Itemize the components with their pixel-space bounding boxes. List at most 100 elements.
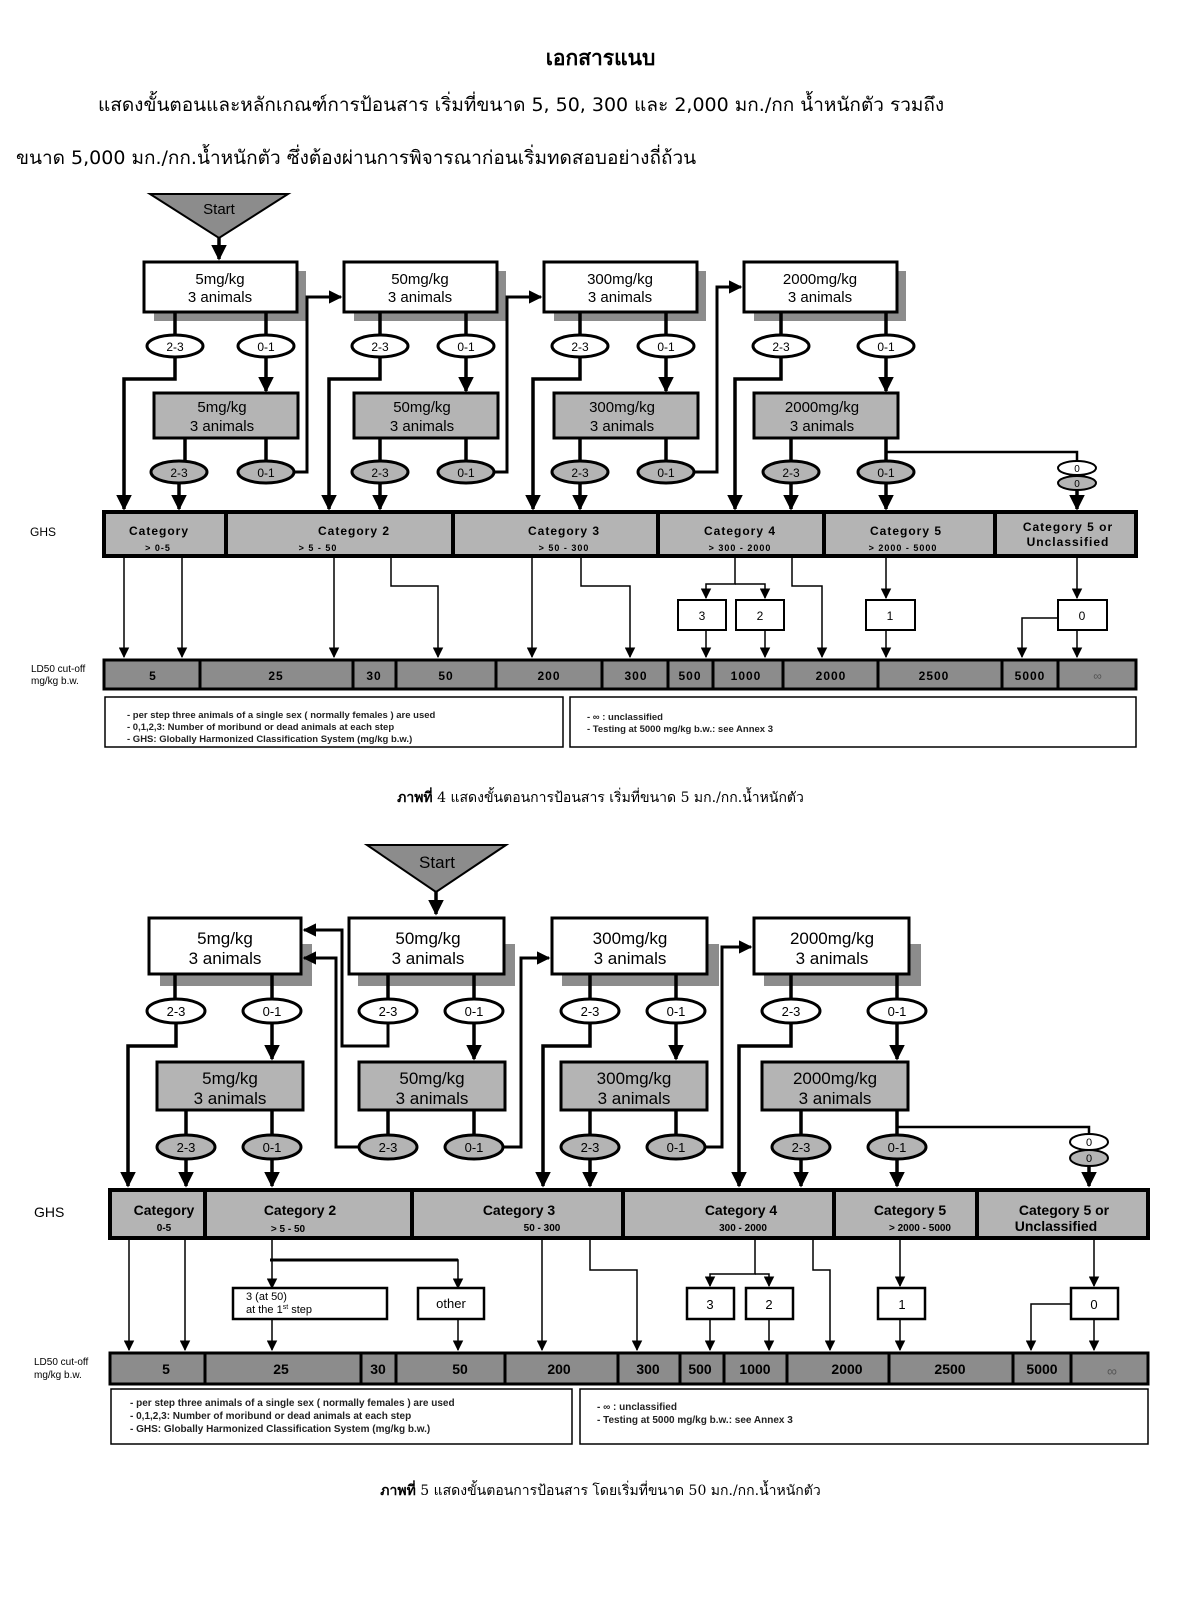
category-unclassified-name: Category 5 or <box>1019 1202 1110 1218</box>
svg-text:2-3: 2-3 <box>371 466 389 480</box>
start-label: Start <box>203 201 236 218</box>
svg-text:3 animals: 3 animals <box>590 418 654 435</box>
ld50-cell: 2000 <box>831 1361 862 1377</box>
svg-text:2: 2 <box>757 609 764 623</box>
ld50-cell: ∞ <box>1093 669 1103 683</box>
first-step-box: 3 (at 50) at the 1st step <box>231 1286 389 1321</box>
ld50-cell: 25 <box>268 669 283 683</box>
svg-text:- Testing at 5000 mg/kg b.w.:: - Testing at 5000 mg/kg b.w.: see Annex … <box>587 724 773 735</box>
category-2-name: Category 2 <box>264 1202 337 1218</box>
caption-label: ภาพที่ <box>380 1483 416 1499</box>
dose-box-300-repeat: 300mg/kg 3 animals <box>559 1060 709 1112</box>
ld50-cell: 50 <box>452 1361 468 1377</box>
zero-oval-grey: 0 <box>1057 475 1097 491</box>
svg-text:0: 0 <box>1090 1297 1097 1312</box>
ld50-cell: 5 <box>149 669 157 683</box>
svg-text:300mg/kg: 300mg/kg <box>597 1069 672 1088</box>
ld50-cell: 50 <box>438 669 453 683</box>
outcome-oval: 0-1 <box>236 459 296 485</box>
outcome-oval: 2-3 <box>350 459 410 485</box>
dose-box-2000-repeat: 2000mg/kg 3 animals <box>752 391 900 440</box>
outcome-oval: 2-3 <box>559 1133 621 1161</box>
category-2-name: Category 2 <box>318 524 390 538</box>
outcome-oval: 0-1 <box>436 333 496 359</box>
dose-box-300-repeat: 300mg/kg 3 animals <box>552 391 700 440</box>
svg-text:- 0,1,2,3: Number of moribun: - 0,1,2,3: Number of moribund or dead an… <box>127 722 394 733</box>
svg-text:2: 2 <box>765 1297 772 1312</box>
category-unclassified-range: Unclassified <box>1027 535 1110 549</box>
svg-text:300mg/kg: 300mg/kg <box>589 399 655 416</box>
start-node: Start <box>146 193 292 240</box>
svg-text:5mg/kg: 5mg/kg <box>197 929 253 948</box>
svg-text:2-3: 2-3 <box>379 1140 398 1155</box>
svg-text:0-1: 0-1 <box>257 340 275 354</box>
ld50-cell: 1000 <box>739 1361 770 1377</box>
figure-5-flowchart: Start 5mg/kg 3 animals 50mg/kg 3 animals… <box>34 844 1150 1445</box>
ld50-cutoff-bar: 5 25 30 50 200 300 500 1000 2000 2500 50… <box>108 1351 1150 1386</box>
svg-text:2-3: 2-3 <box>177 1140 196 1155</box>
outcome-oval: 2-3 <box>357 997 419 1025</box>
svg-text:3 (at 50): 3 (at 50) <box>246 1291 287 1303</box>
svg-text:3 animals: 3 animals <box>392 949 465 968</box>
svg-text:0: 0 <box>1086 1153 1092 1165</box>
svg-text:0: 0 <box>1079 609 1086 623</box>
svg-text:2-3: 2-3 <box>166 340 184 354</box>
caption-text: 4 แสดงขั้นตอนการป้อนสาร เริ่มที่ขนาด 5 ม… <box>432 790 804 806</box>
dose-box-300: 300mg/kg 3 animals <box>542 260 706 321</box>
svg-text:50mg/kg: 50mg/kg <box>393 399 451 416</box>
outcome-oval: 0-1 <box>645 997 707 1025</box>
svg-text:2-3: 2-3 <box>581 1140 600 1155</box>
outcome-oval: 0-1 <box>236 333 296 359</box>
count-box: 1 <box>865 599 916 631</box>
outcome-oval: 2-3 <box>350 333 410 359</box>
category-4-name: Category 4 <box>704 524 776 538</box>
dose-label: 5mg/kg <box>195 271 244 288</box>
category-3-name: Category 3 <box>528 524 600 538</box>
svg-text:50mg/kg: 50mg/kg <box>399 1069 464 1088</box>
count-boxes: 3 2 1 0 <box>677 599 1108 631</box>
dose-box-2000: 2000mg/kg 3 animals <box>742 260 906 321</box>
svg-text:- Testing at 5000 mg/kg b.w.: - Testing at 5000 mg/kg b.w.: see Annex … <box>597 1415 793 1426</box>
start-node: Start <box>363 844 510 894</box>
caption-label: ภาพที่ <box>397 790 433 806</box>
outcome-oval: 0-1 <box>241 997 303 1025</box>
outcome-oval: 0-1 <box>856 333 916 359</box>
svg-text:3: 3 <box>699 609 706 623</box>
outcome-oval: 2-3 <box>550 333 610 359</box>
svg-text:3 animals: 3 animals <box>396 1089 469 1108</box>
svg-text:2-3: 2-3 <box>371 340 389 354</box>
count-box: 3 <box>685 1286 736 1321</box>
count-box: 0 <box>1057 599 1108 631</box>
outcome-oval: 2-3 <box>760 997 822 1025</box>
svg-text:2-3: 2-3 <box>170 466 188 480</box>
outcome-oval: 0-1 <box>443 1133 505 1161</box>
outcome-oval: 0-1 <box>866 997 928 1025</box>
ghs-label: GHS <box>34 1204 64 1220</box>
svg-text:3: 3 <box>706 1297 713 1312</box>
ghs-category-bar: Category 0-5 Category 2 > 5 - 50 Categor… <box>108 1188 1150 1240</box>
svg-text:- 0,1,2,3: Number of moribun: - 0,1,2,3: Number of moribund or dead an… <box>130 1411 411 1422</box>
svg-text:5mg/kg: 5mg/kg <box>197 399 246 416</box>
outcome-oval: 0-1 <box>866 1133 928 1161</box>
intro-paragraph-line-2: ขนาด 5,000 มก./กก.น้ำหนักตัว ซึ่งต้องผ่า… <box>16 147 697 169</box>
count-box: 3 <box>677 599 727 631</box>
svg-text:2000mg/kg: 2000mg/kg <box>793 1069 877 1088</box>
category-1-range: 0-5 <box>157 1223 172 1234</box>
outcome-oval: 2-3 <box>357 1133 419 1161</box>
svg-text:1: 1 <box>898 1297 905 1312</box>
svg-text:2000mg/kg: 2000mg/kg <box>790 929 874 948</box>
figure-4-caption: ภาพที่ 4 แสดงขั้นตอนการป้อนสาร เริ่มที่ข… <box>0 787 1201 809</box>
ld50-cell: 5000 <box>1026 1361 1057 1377</box>
svg-text:3 animals: 3 animals <box>190 418 254 435</box>
notes-left-box: - per step three animals of a single sex… <box>110 1388 573 1445</box>
dose-label: 2000mg/kg <box>783 271 857 288</box>
svg-text:2-3: 2-3 <box>782 466 800 480</box>
dose-box-5: 5mg/kg 3 animals <box>147 916 312 986</box>
svg-text:0: 0 <box>1074 464 1080 475</box>
category-1-name: Category <box>134 1202 195 1218</box>
intro-paragraph-line-1: แสดงขั้นตอนและหลักเกณฑ์การป้อนสาร เริ่มท… <box>98 94 945 116</box>
count-box: 1 <box>876 1286 927 1321</box>
start-label: Start <box>419 853 455 872</box>
svg-text:at the 1st step: at the 1st step <box>246 1304 312 1316</box>
svg-text:2-3: 2-3 <box>782 1004 801 1019</box>
